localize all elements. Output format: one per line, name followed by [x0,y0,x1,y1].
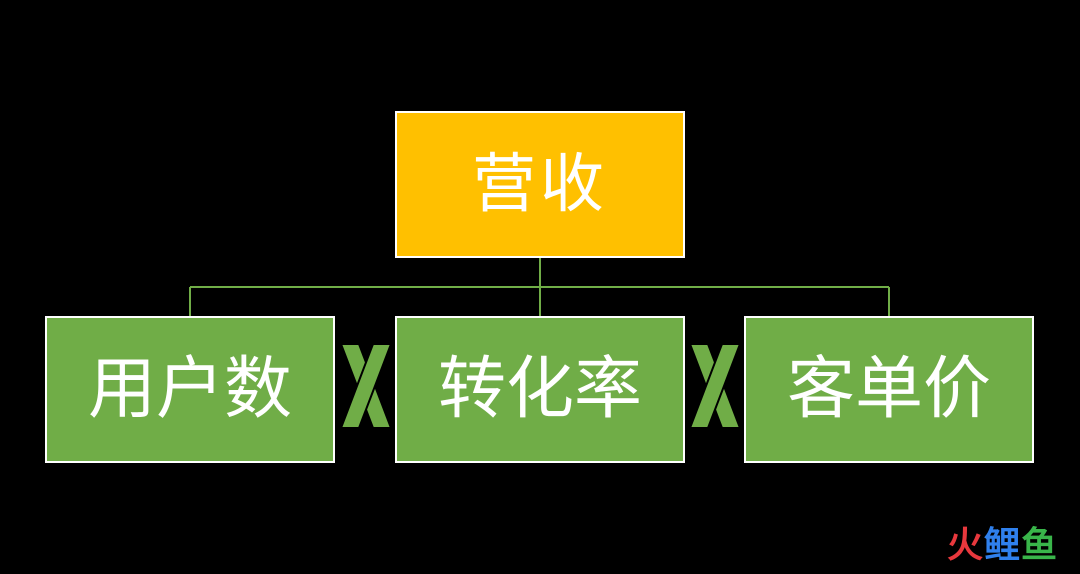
watermark-char-3: 鱼 [1020,525,1058,566]
conversion-rate-label: 转化率 [437,349,642,429]
revenue-label: 营收 [472,147,608,222]
conversion-rate-node: 转化率 [395,316,685,463]
average-order-value-label: 客单价 [786,349,991,429]
revenue-node: 营收 [395,111,685,258]
user-count-label: 用户数 [87,349,292,429]
watermark-logo: 火 鲤 鱼 [947,526,1058,566]
multiply-icon [688,343,742,429]
user-count-node: 用户数 [45,316,335,463]
watermark-char-1: 火 [946,525,984,566]
average-order-value-node: 客单价 [744,316,1034,463]
multiply-icon [339,343,393,429]
watermark-char-2: 鲤 [983,525,1021,566]
